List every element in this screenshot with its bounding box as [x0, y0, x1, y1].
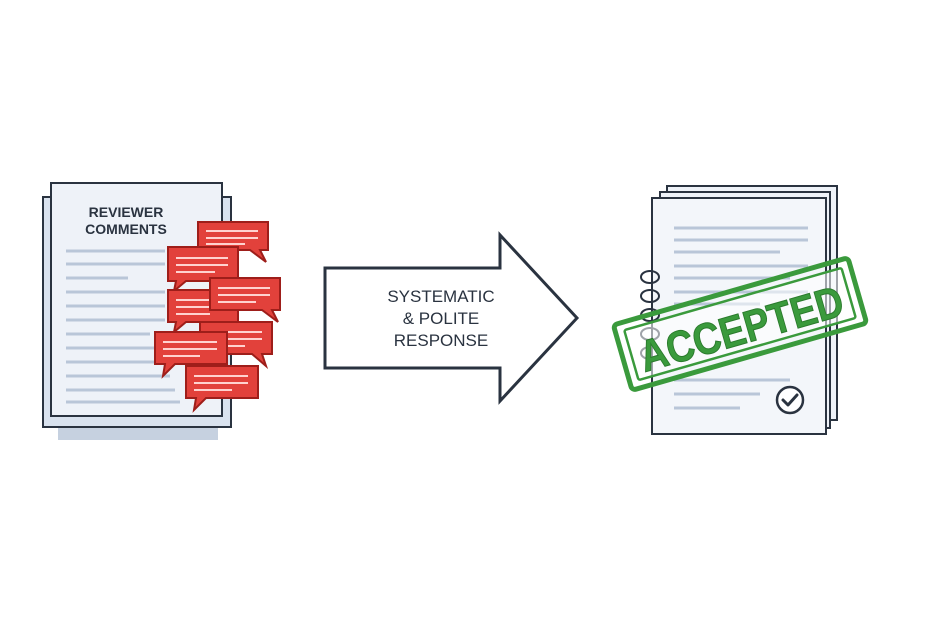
arrow-label-line2: & POLITE: [403, 309, 480, 328]
reviewer-comments-document: REVIEWER COMMENTS: [42, 182, 281, 440]
comment-bubble-icon: [154, 331, 228, 379]
stamp-inner-border: [623, 267, 857, 381]
arrow-shape: [323, 231, 580, 405]
checkmark-circle-icon: [775, 385, 805, 415]
arrow-label-line1: SYSTEMATIC: [387, 287, 494, 306]
comment-bubbles: [154, 221, 281, 413]
stamp-outer-border: [611, 256, 869, 392]
reviewer-title-line2: COMMENTS: [85, 221, 167, 237]
accepted-document: ACCEPTED: [611, 185, 869, 435]
process-arrow: SYSTEMATIC & POLITE RESPONSE: [323, 231, 580, 405]
document-text-lines: [66, 249, 180, 404]
comment-bubble-icon: [209, 277, 281, 323]
reviewer-title-line1: REVIEWER: [89, 204, 164, 220]
arrow-label-line3: RESPONSE: [394, 331, 488, 350]
comment-bubble-icon: [185, 365, 259, 413]
